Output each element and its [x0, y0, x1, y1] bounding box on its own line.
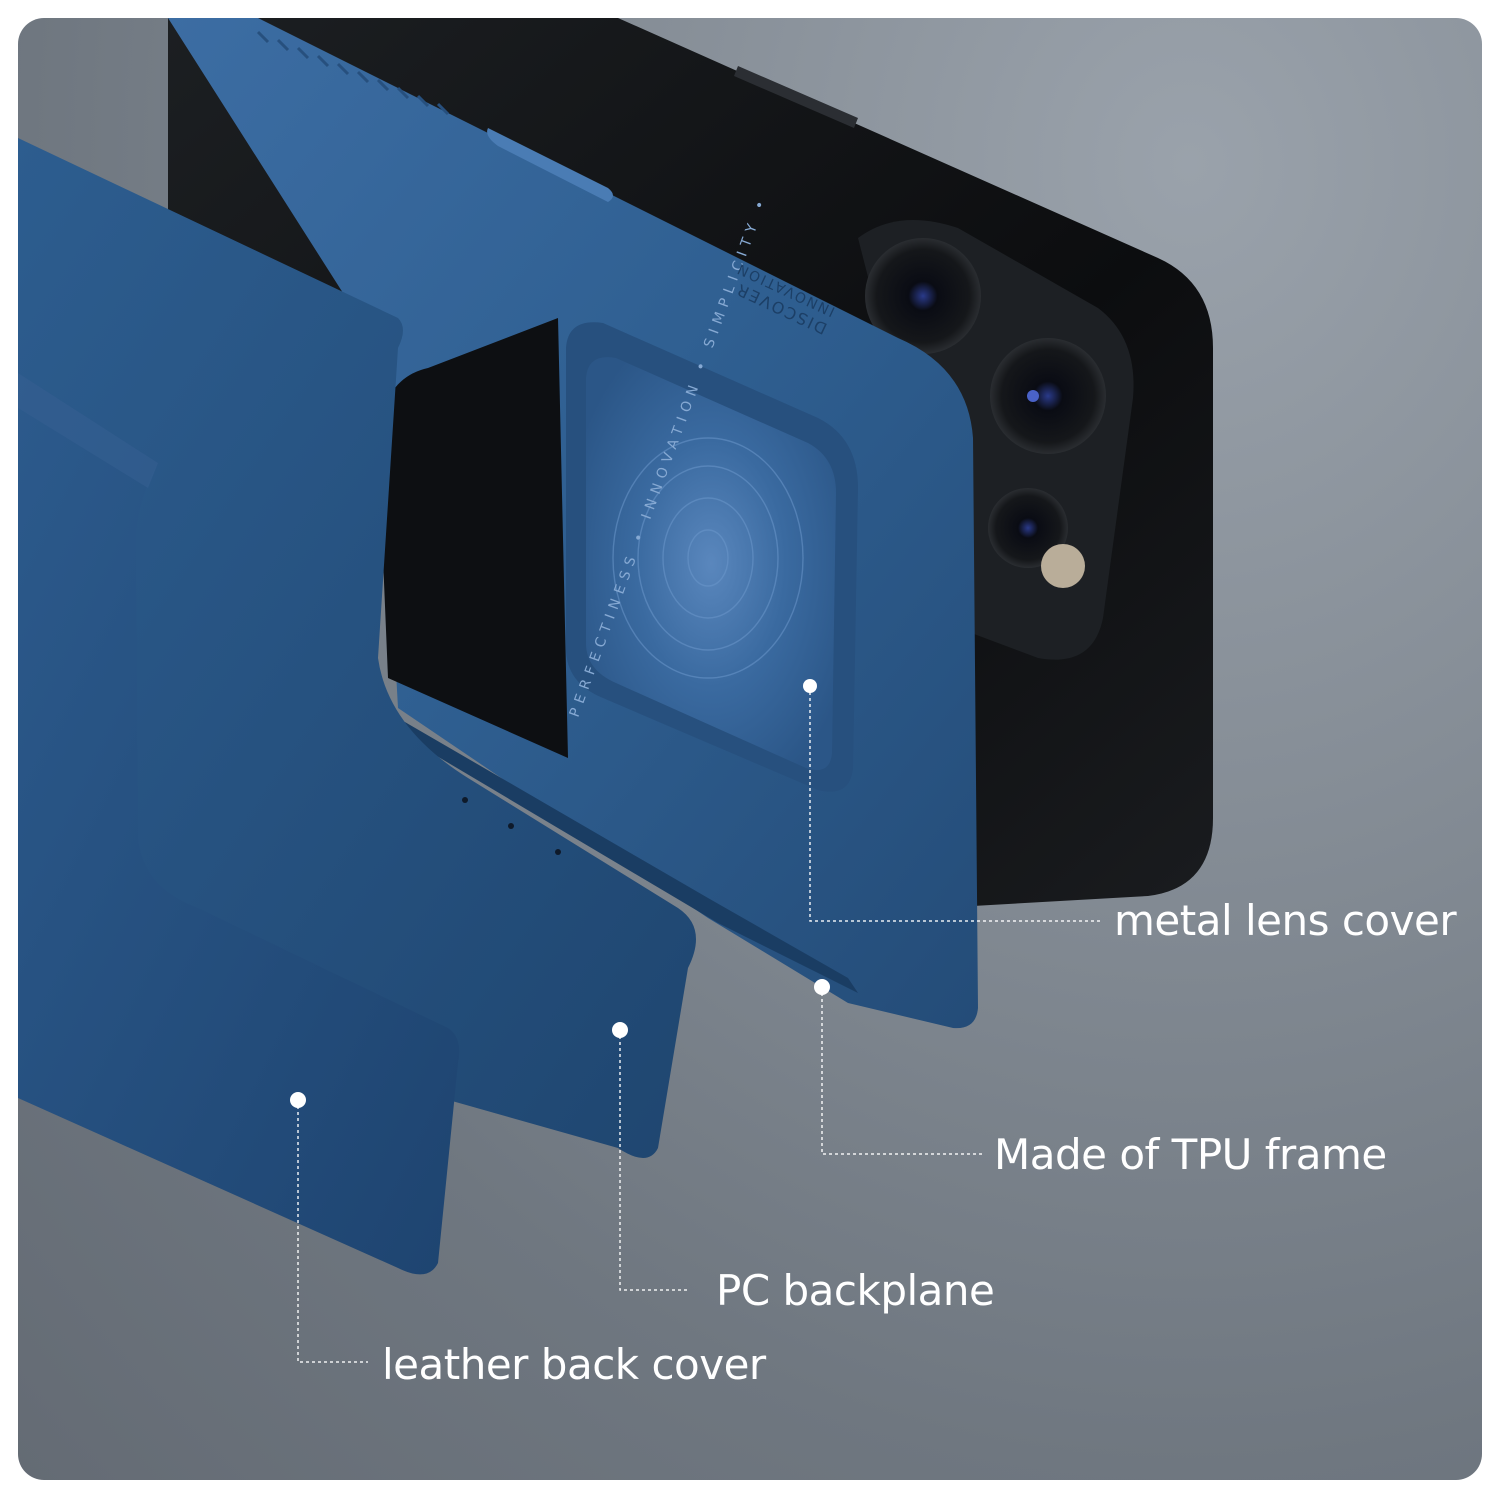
- product-image-card: PERFECTINESS • INNOVATION • SIMPLICITY •…: [18, 18, 1482, 1480]
- callout-label-tpu-frame: Made of TPU frame: [994, 1130, 1387, 1179]
- callout-label-metal-lens-cover: metal lens cover: [1114, 896, 1457, 945]
- pc-backplane: [18, 138, 696, 1158]
- side-grip: [256, 30, 450, 116]
- leather-back-cover: [18, 373, 460, 1275]
- camera-lens-icon: [865, 238, 1106, 588]
- callout-label-leather-back-cover: leather back cover: [382, 1340, 766, 1389]
- callout-dots: [290, 679, 830, 1108]
- side-button: [487, 128, 613, 202]
- exploded-case-illustration: PERFECTINESS • INNOVATION • SIMPLICITY •…: [18, 18, 1213, 1363]
- callout-label-pc-backplane: PC backplane: [716, 1266, 995, 1315]
- callout-lines: [297, 686, 1100, 1363]
